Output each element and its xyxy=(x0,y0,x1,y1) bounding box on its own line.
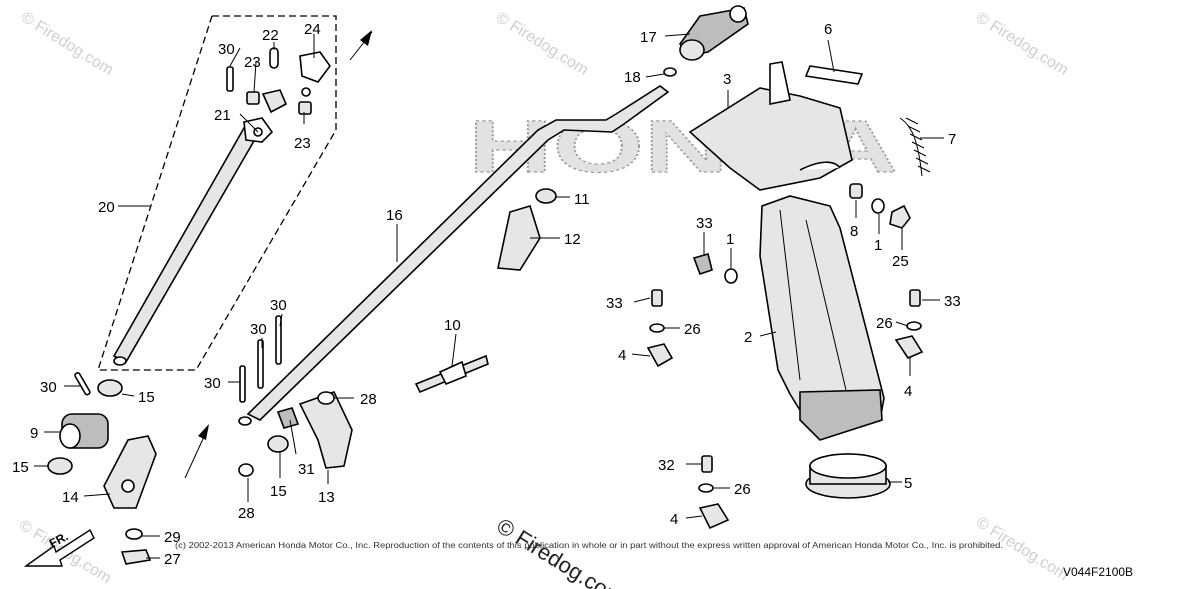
callout-33-bottom: 32 xyxy=(658,457,675,474)
part-2-chute xyxy=(759,195,885,441)
callout-30-top: 30 xyxy=(218,41,235,58)
callout-1-right: 1 xyxy=(874,237,882,254)
callout-8: 8 xyxy=(850,223,858,240)
callout-23-upper: 23 xyxy=(244,54,261,71)
part-10-bracket xyxy=(414,354,489,394)
callout-31: 31 xyxy=(298,461,315,478)
callout-33-right: 33 xyxy=(944,293,961,310)
parts-13-28-31 xyxy=(238,391,353,477)
callouts: 20 30 22 24 23 21 23 16 17 18 3 6 7 8 1 … xyxy=(12,21,961,568)
callout-26-left: 26 xyxy=(684,321,701,338)
callout-21: 21 xyxy=(214,107,231,124)
parts-29-27 xyxy=(120,528,152,565)
callout-28-a: 28 xyxy=(360,391,377,408)
callout-22: 22 xyxy=(262,27,279,44)
callout-24: 24 xyxy=(304,21,321,38)
callout-33-left: 33 xyxy=(606,295,623,312)
callout-14: 14 xyxy=(62,489,79,506)
site-watermark-top-right: © Firedog.com xyxy=(973,9,1071,79)
parts-30-pins xyxy=(74,315,282,403)
callout-18: 18 xyxy=(624,69,641,86)
callout-28-b: 28 xyxy=(238,505,255,522)
callout-5: 5 xyxy=(904,475,912,492)
part-3-chute-cap xyxy=(688,61,853,191)
callout-23-lower: 23 xyxy=(294,135,311,152)
callout-30-d: 30 xyxy=(40,379,57,396)
callout-13: 13 xyxy=(318,489,335,506)
callout-17: 17 xyxy=(640,29,657,46)
callout-9: 9 xyxy=(30,425,38,442)
callout-16: 16 xyxy=(386,207,403,224)
callout-10: 10 xyxy=(444,317,461,334)
callout-30-a: 30 xyxy=(270,297,287,314)
callout-12: 12 xyxy=(564,231,581,248)
callout-1-left: 1 xyxy=(726,231,734,248)
parts-9-14-15 xyxy=(47,379,157,509)
parts-11-12 xyxy=(497,188,557,271)
callout-15-b: 15 xyxy=(12,459,29,476)
hardware xyxy=(646,253,924,530)
callout-3: 3 xyxy=(723,71,731,88)
part-20-rod xyxy=(112,117,274,366)
diagram-code: V044F2100B xyxy=(1063,565,1133,579)
callout-25: 25 xyxy=(892,253,909,270)
parts-8-1-25 xyxy=(724,183,911,284)
callout-7: 7 xyxy=(948,131,956,148)
part-6-7 xyxy=(804,65,931,177)
callout-4-left: 4 xyxy=(618,347,626,364)
subassembly-outline xyxy=(97,15,337,371)
callout-26-bottom: 26 xyxy=(734,481,751,498)
site-watermark-top-left: © Firedog.com xyxy=(18,9,116,79)
callout-20: 20 xyxy=(98,199,115,216)
part-17-grip xyxy=(663,5,749,77)
site-watermark-center: © Firedog.com xyxy=(492,513,628,589)
callout-15-a: 15 xyxy=(138,389,155,406)
callout-26-right: 26 xyxy=(876,315,893,332)
callout-27: 27 xyxy=(164,551,181,568)
callout-11: 11 xyxy=(574,191,590,208)
callout-30-c: 30 xyxy=(204,375,221,392)
leader-lines xyxy=(34,33,944,559)
callout-6: 6 xyxy=(824,21,832,38)
copyright-notice: (c) 2002-2013 American Honda Motor Co., … xyxy=(175,541,1003,550)
callout-29: 29 xyxy=(164,529,181,546)
part-16-rod xyxy=(238,85,670,426)
parts-21-24 xyxy=(226,47,331,115)
callout-4-bottom: 4 xyxy=(670,511,678,528)
site-watermark-top-center: © Firedog.com xyxy=(493,9,591,79)
part-5-ring xyxy=(805,453,891,499)
callout-15-c: 15 xyxy=(270,483,287,500)
callout-4-right: 4 xyxy=(904,383,912,400)
callout-32: 33 xyxy=(696,215,713,232)
callout-30-b: 30 xyxy=(250,321,267,338)
callout-2: 2 xyxy=(744,329,752,346)
direction-arrows xyxy=(184,30,373,479)
